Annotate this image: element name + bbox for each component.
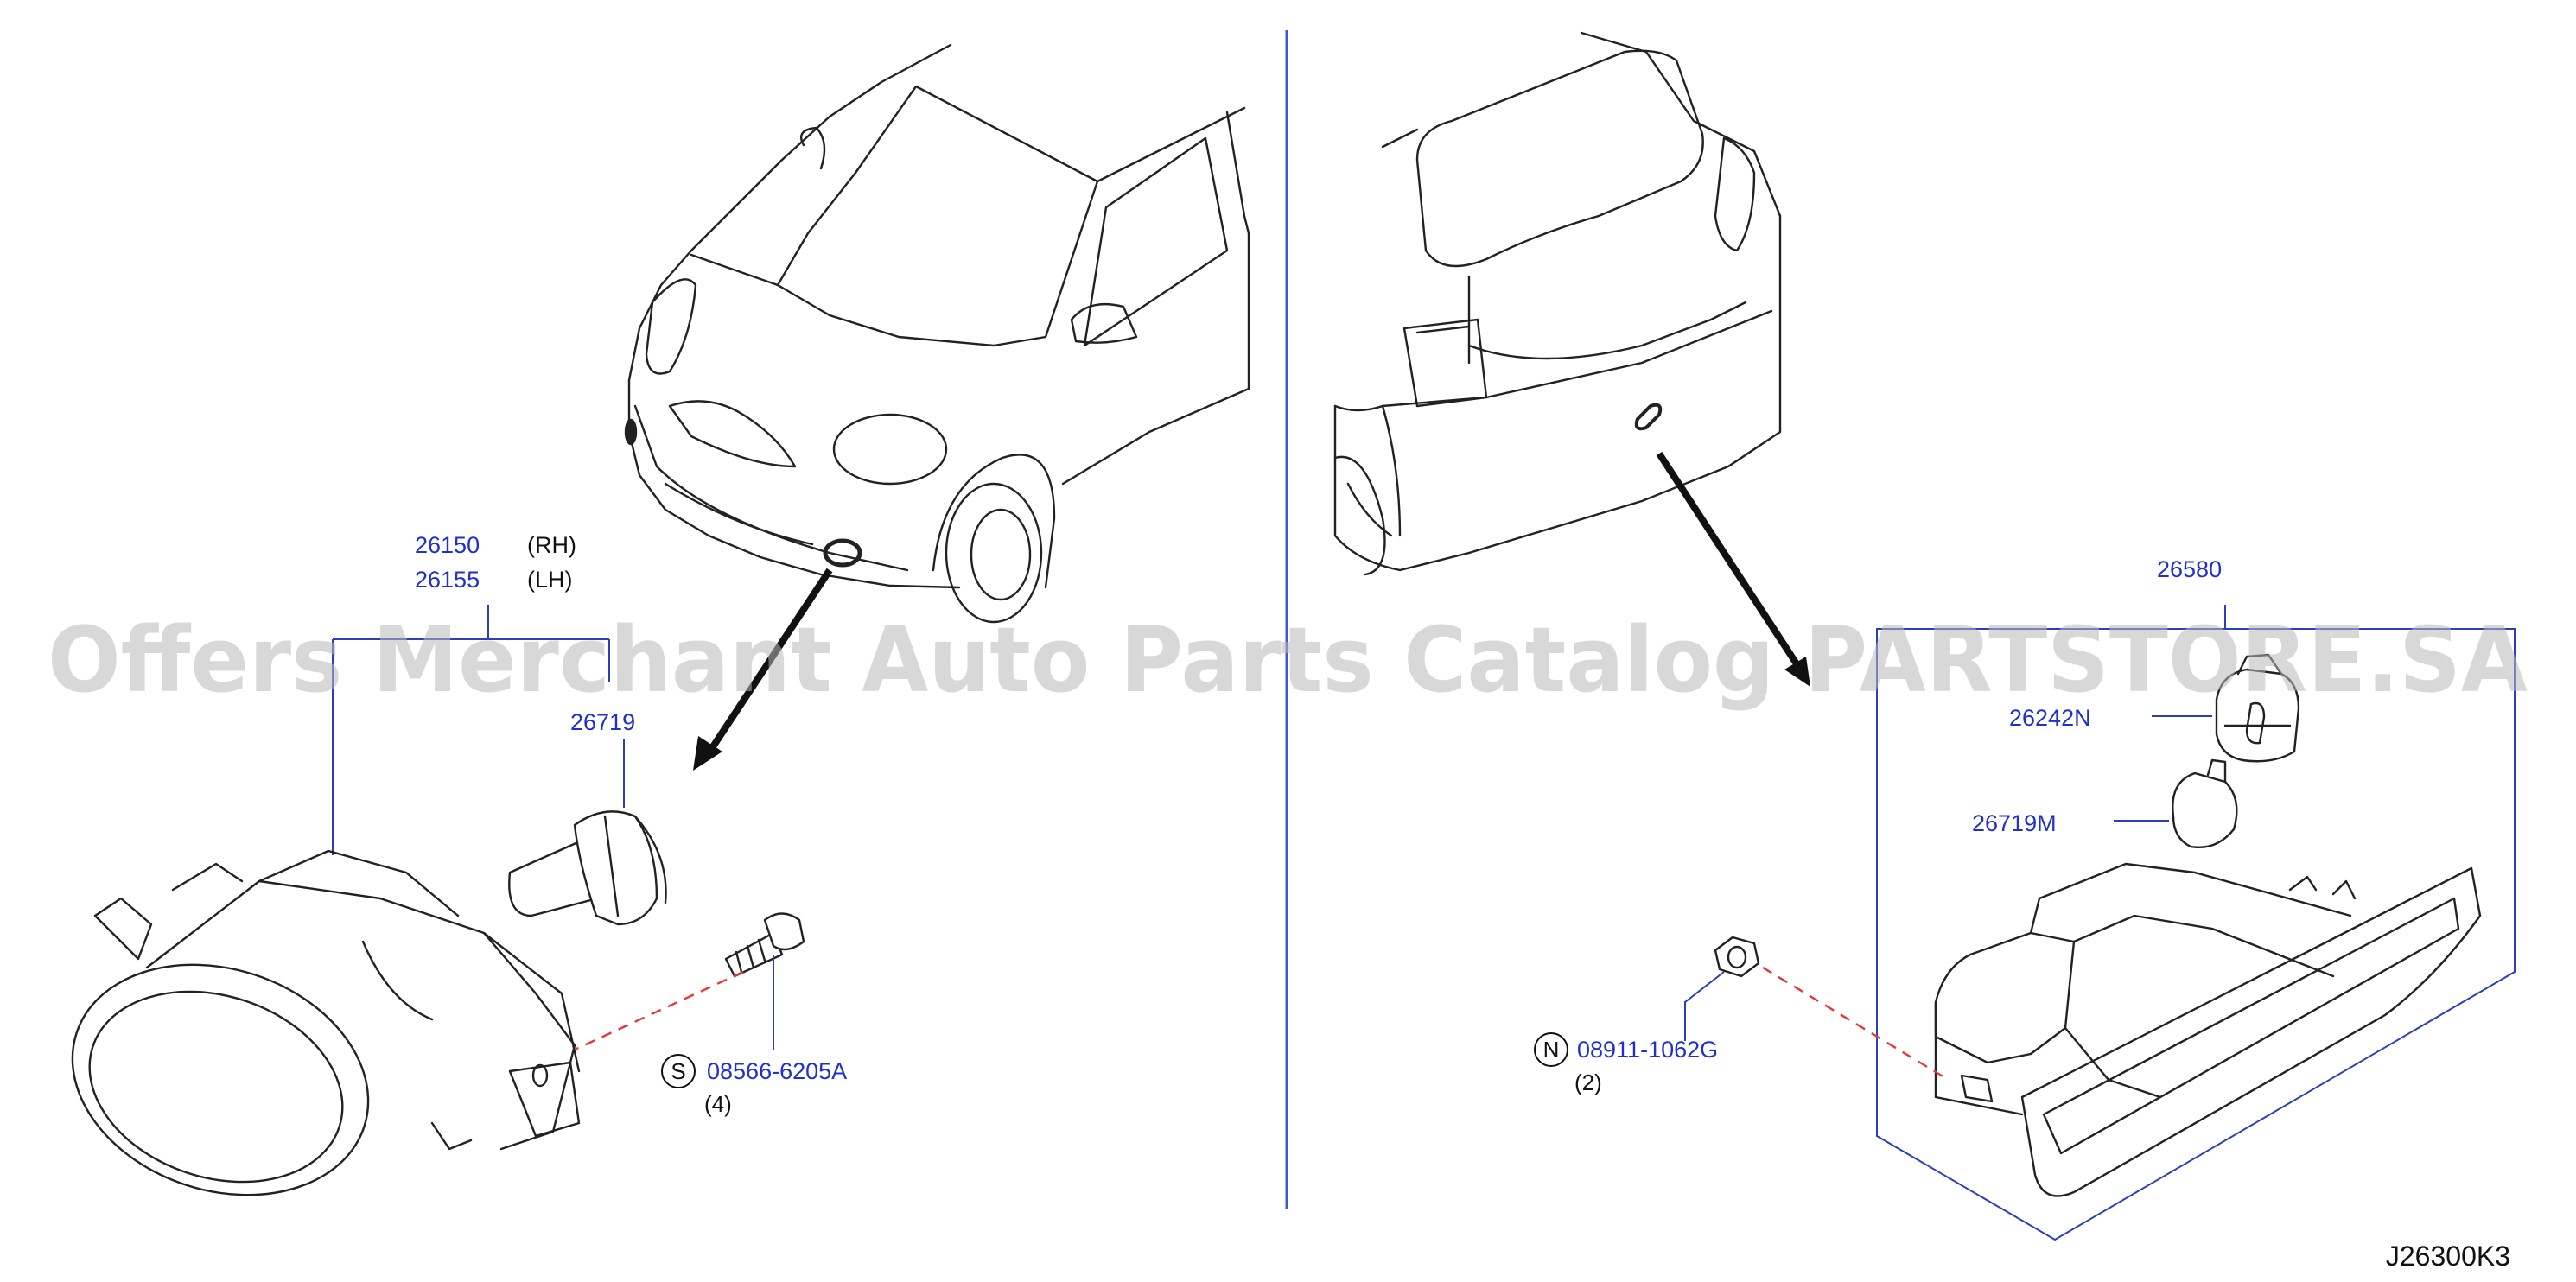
- front-arrow-head: [693, 736, 722, 771]
- watermark-text: Offers Merchant Auto Parts Catalog PARTS…: [48, 607, 2528, 713]
- rear-location-arrow: [1656, 451, 1801, 668]
- rear-nut-path: [1762, 966, 1949, 1082]
- front-lamp-screw[interactable]: [724, 912, 805, 978]
- nut-symbol-letter: N: [1543, 1037, 1560, 1063]
- front-car-illustration: [624, 43, 1250, 624]
- front-fog-lamp[interactable]: [42, 849, 581, 1232]
- front-fog-bulb[interactable]: [508, 810, 667, 926]
- rear-fog-lamp[interactable]: [1934, 862, 2482, 1197]
- part-number-26719[interactable]: 26719: [570, 709, 635, 735]
- part-number-26242N[interactable]: 26242N: [2009, 705, 2091, 731]
- nut-symbol-icon: [1534, 1032, 1568, 1067]
- screw-symbol-letter: S: [671, 1058, 685, 1084]
- part-number-26155[interactable]: 26155: [415, 567, 480, 593]
- screw-symbol-icon: [661, 1054, 696, 1088]
- part-number-26719M[interactable]: 26719M: [1972, 810, 2057, 836]
- part-number-08911-1062G[interactable]: 08911-1062G: [1577, 1037, 1718, 1063]
- part-number-26580[interactable]: 26580: [2157, 556, 2222, 582]
- rear-fog-socket[interactable]: [2215, 653, 2300, 763]
- part-number-08566-6205A[interactable]: 08566-6205A: [707, 1058, 847, 1084]
- rear-lamp-nut[interactable]: [1714, 936, 1760, 978]
- rear-arrow-head: [1784, 657, 1810, 687]
- rear-lamp-bracket: [1876, 605, 2516, 1241]
- front-screw-path: [574, 970, 744, 1051]
- diagram-reference-code: J26300K3: [2386, 1241, 2510, 1272]
- side-tag-lh: (LH): [527, 567, 573, 593]
- nut-quantity: (2): [1574, 1069, 1602, 1095]
- front-lamp-leader: [332, 605, 609, 855]
- front-location-arrow: [703, 568, 833, 758]
- rear-car-illustration: [1333, 31, 1782, 576]
- rear-nut-leader: [1684, 971, 1725, 1041]
- rear-fog-bulb[interactable]: [2172, 758, 2238, 848]
- part-number-26150[interactable]: 26150: [415, 532, 480, 558]
- screw-quantity: (4): [704, 1091, 732, 1117]
- side-tag-rh: (RH): [527, 532, 576, 558]
